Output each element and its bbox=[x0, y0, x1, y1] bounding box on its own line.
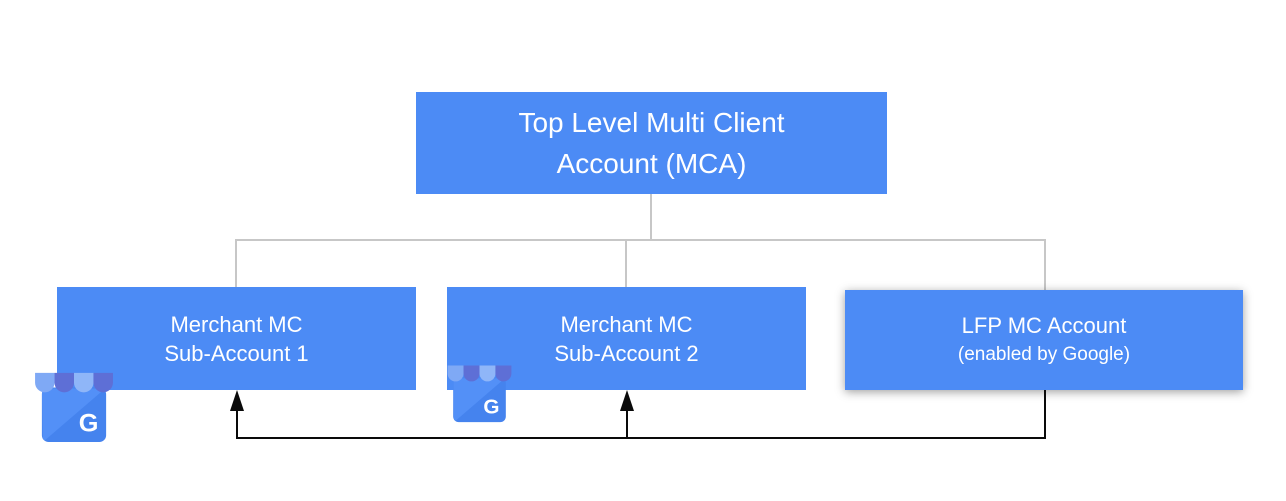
node-label-line2: Account (MCA) bbox=[556, 148, 747, 179]
arrow-up-icon bbox=[620, 390, 634, 411]
node-lfp-mc-account: LFP MC Account (enabled by Google) bbox=[845, 290, 1243, 390]
node-label-line2: Sub-Account 1 bbox=[164, 340, 309, 366]
google-my-business-icon: G bbox=[447, 365, 512, 423]
arrow-up-icon bbox=[230, 390, 244, 411]
node-merchant-sub-account-1: Merchant MC Sub-Account 1 bbox=[57, 287, 416, 390]
connector-arrow2-stem bbox=[626, 409, 628, 437]
connector-root-stem bbox=[650, 194, 652, 240]
node-label-line2: Sub-Account 2 bbox=[554, 340, 699, 366]
node-label-line1: Top Level Multi Client bbox=[518, 107, 785, 138]
connector-flow-horizontal bbox=[236, 437, 1046, 439]
google-g-letter: G bbox=[79, 409, 99, 437]
connector-drop-merchant2 bbox=[625, 240, 627, 287]
connector-arrow1-stem bbox=[236, 409, 238, 437]
google-g-letter: G bbox=[483, 395, 499, 418]
node-top-level-mca: Top Level Multi Client Account (MCA) bbox=[416, 92, 887, 194]
node-label-line2: (enabled by Google) bbox=[957, 344, 1131, 365]
node-label-line1: LFP MC Account bbox=[961, 313, 1127, 338]
connector-lfp-down bbox=[1044, 390, 1046, 439]
connector-drop-lfp bbox=[1044, 240, 1046, 290]
connector-drop-merchant1 bbox=[235, 240, 237, 287]
google-my-business-icon: G bbox=[35, 372, 113, 443]
node-label-line1: Merchant MC bbox=[560, 311, 693, 337]
connector-tree-horizontal bbox=[235, 239, 1046, 241]
node-label-line1: Merchant MC bbox=[170, 311, 303, 337]
